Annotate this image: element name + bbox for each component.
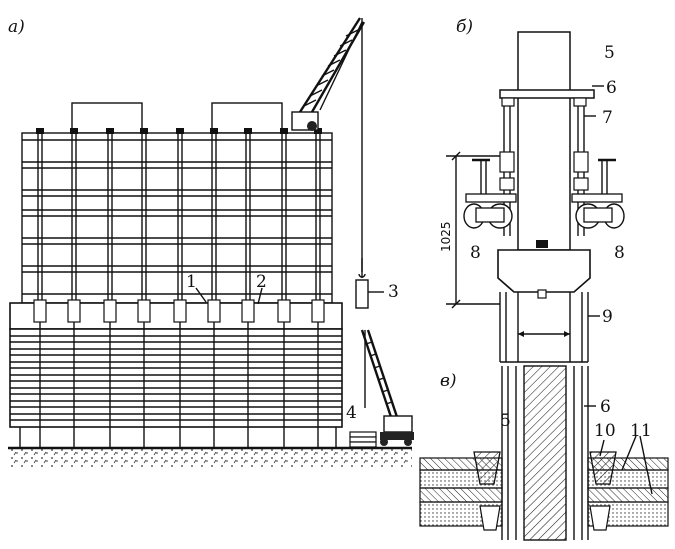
panel-stack	[349, 431, 377, 448]
upper-frame	[21, 132, 333, 304]
ground-hatch	[8, 448, 412, 468]
slab-left	[419, 457, 503, 527]
callout-6-bottom: 6	[600, 397, 611, 417]
callout-9: 9	[602, 307, 613, 327]
lifted-load	[355, 279, 369, 309]
column-section	[523, 365, 567, 541]
callout-2: 2	[256, 272, 267, 292]
callout-8-right: 8	[614, 243, 625, 263]
dimension-label: 1025	[439, 221, 453, 252]
callout-7: 7	[602, 108, 613, 128]
callout-6-top: 6	[606, 78, 617, 98]
panel-label-b: б)	[456, 17, 473, 37]
jack-right	[571, 158, 625, 229]
callout-3: 3	[388, 282, 399, 302]
callout-1: 1	[186, 272, 197, 292]
callout-10: 10	[594, 421, 616, 441]
callout-8-left: 8	[470, 243, 481, 263]
callout-4: 4	[346, 403, 357, 423]
collar	[497, 249, 591, 293]
lifting-jacks	[33, 299, 325, 323]
jack-left	[463, 158, 517, 229]
panel-b-lifting-device	[446, 31, 625, 363]
column	[517, 31, 571, 251]
panel-v-section	[419, 365, 669, 541]
column-caps	[36, 128, 322, 134]
lower-block	[9, 299, 343, 448]
ground-crane	[360, 329, 414, 446]
dimension-1025	[446, 151, 500, 309]
callout-11: 11	[630, 421, 652, 441]
roof-crane	[291, 17, 369, 309]
panel-label-v: в)	[440, 371, 457, 391]
panel-label-a: а)	[8, 17, 25, 37]
panel-a-building	[8, 17, 414, 468]
callout-5-bottom: 5	[500, 411, 511, 431]
callout-5-top: 5	[604, 43, 615, 63]
